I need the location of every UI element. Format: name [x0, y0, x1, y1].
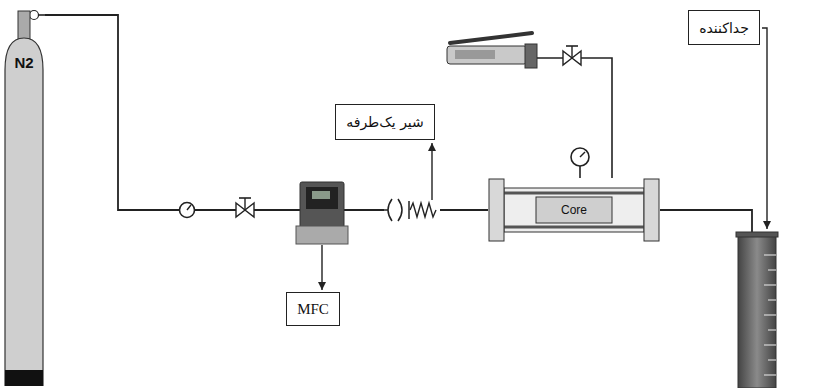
cylinder-base — [5, 370, 43, 386]
gas-cylinder: N2 — [3, 8, 45, 386]
valve-symbol — [563, 51, 572, 65]
valve-stem — [571, 46, 572, 58]
scale-tick — [768, 330, 776, 331]
valve-symbol — [572, 51, 581, 65]
pressure-gauge — [571, 148, 589, 166]
scale-tick — [768, 270, 776, 271]
scale-ticks — [764, 255, 776, 375]
valve-symbol — [245, 203, 254, 217]
cylinder-valve — [18, 11, 30, 39]
check-valve-spring — [410, 203, 436, 217]
mfc-device — [300, 182, 344, 228]
gas-line — [45, 15, 488, 210]
hand-pump — [447, 46, 527, 64]
callout-text: شیر یک‌طرفه — [346, 114, 424, 130]
tie-rod — [504, 226, 644, 229]
check-valve-symbol — [384, 209, 388, 211]
leader-arrow — [321, 245, 322, 290]
pump-label-plate — [455, 50, 495, 59]
pump-line — [537, 58, 612, 178]
mfc-panel — [306, 187, 338, 209]
tie-rod — [504, 192, 644, 195]
gauge-needle — [187, 205, 191, 210]
pump-head — [525, 44, 537, 68]
cylinder-body — [5, 38, 43, 386]
end-flange — [644, 179, 659, 241]
callout-text: MFC — [297, 301, 329, 318]
scale-tick — [764, 285, 776, 286]
gauge-needle — [580, 152, 585, 157]
scale-tick — [764, 255, 776, 256]
holder-body — [504, 188, 644, 232]
scale-tick — [768, 360, 776, 361]
check-valve-seat — [408, 201, 410, 219]
callout-box: MFC — [286, 292, 340, 326]
check-valve-symbol — [398, 199, 402, 221]
node-label: Core — [561, 203, 587, 217]
scale-tick — [764, 345, 776, 346]
pressure-gauge — [180, 203, 195, 218]
node-label: N2 — [3, 54, 45, 71]
pump-handle — [450, 33, 532, 43]
check-valve-symbol — [388, 199, 392, 221]
regulator-gauge — [30, 11, 39, 20]
callout-box: شیر یک‌طرفه — [335, 104, 435, 140]
valve-handle — [566, 45, 578, 47]
mfc-base — [296, 226, 348, 244]
leader-arrow — [762, 28, 767, 229]
end-flange — [489, 179, 504, 241]
leader-arrow — [431, 143, 432, 200]
graduated-cylinder — [738, 234, 776, 388]
callout-box: جداکننده — [688, 10, 760, 45]
scale-tick — [764, 375, 776, 376]
cylinder-rim — [736, 232, 778, 237]
valve-handle — [239, 197, 251, 199]
valve-symbol — [236, 203, 245, 217]
callout-text: جداکننده — [699, 20, 749, 36]
gauge-stem — [579, 166, 581, 178]
mfc-display — [312, 191, 330, 199]
scale-tick — [768, 300, 776, 301]
core-sample — [536, 197, 612, 223]
scale-tick — [764, 315, 776, 316]
valve-stem — [244, 198, 245, 210]
core-holder: Core — [488, 178, 660, 242]
check-valve-ground — [384, 203, 440, 217]
